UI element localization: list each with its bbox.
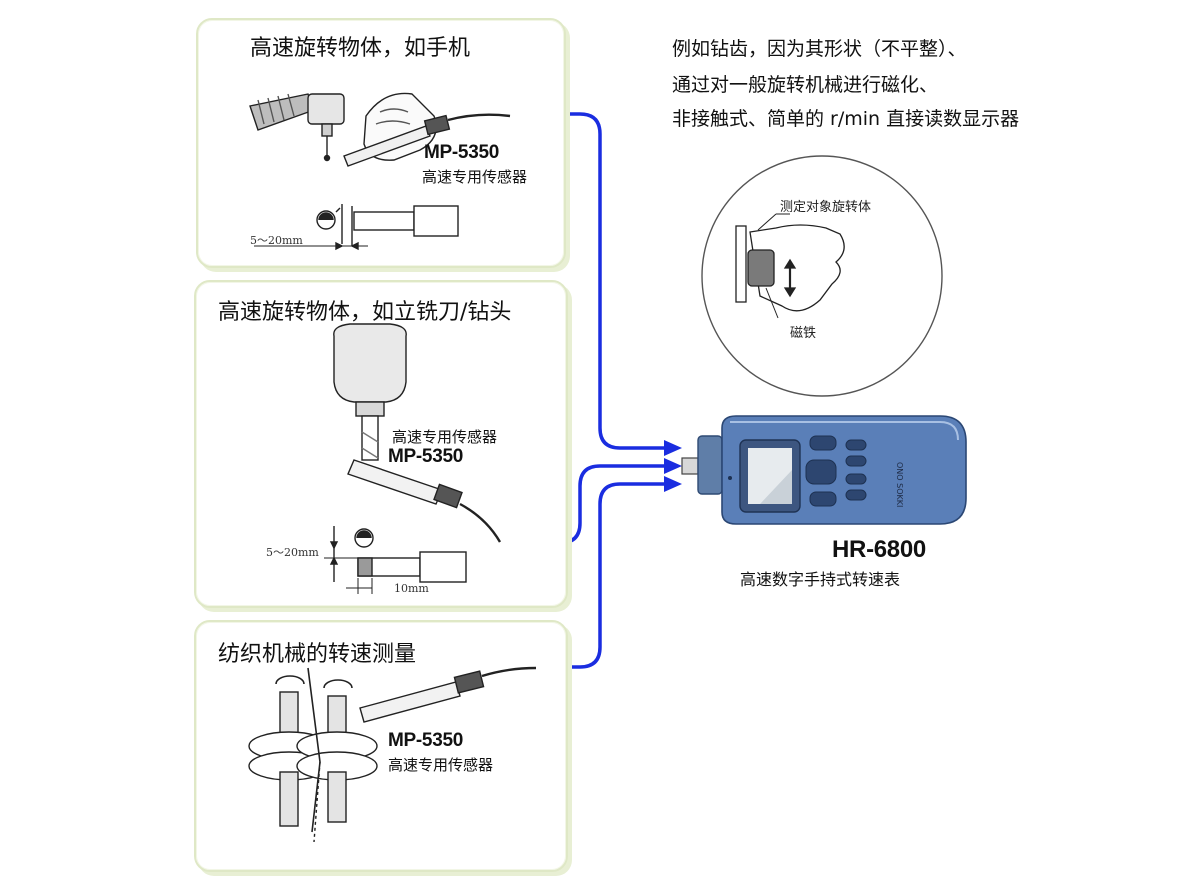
endmill-illustration xyxy=(324,323,502,594)
arrowhead-2 xyxy=(664,458,682,474)
distance-label: 5～20mm xyxy=(250,234,303,247)
handpiece-illustration xyxy=(249,92,511,251)
panel-title: 高速旋转物体，如立铣刀/钻头 xyxy=(218,300,512,325)
cable-handpiece xyxy=(508,112,670,450)
distance-label: 5～20mm xyxy=(266,546,319,559)
textile-illustration xyxy=(248,666,537,843)
device-brand-label: ONO SOKKI xyxy=(895,462,904,508)
sensor-model-label: MP-5350 xyxy=(388,446,463,467)
sensor-desc-label: 高速专用传感器 xyxy=(422,168,528,186)
note-line-3: 非接触式、简单的 r/min 直接读数显示器 xyxy=(672,108,1020,130)
panel-handpiece: 高速旋转物体，如手机 MP-5350 xyxy=(196,18,566,268)
panel-textile: 纺织机械的转速测量 MP-5350 高速专用传感器 xyxy=(194,620,568,872)
cable-endmill xyxy=(498,464,670,545)
sensor-model-label: MP-5350 xyxy=(424,142,499,163)
panel-title: 纺织机械的转速测量 xyxy=(218,642,417,667)
note-line-2: 通过对一般旋转机械进行磁化、 xyxy=(672,74,939,96)
panel-endmill: 高速旋转物体，如立铣刀/钻头 高速专用传感器 MP-5350 xyxy=(194,280,568,608)
note-line-1: 例如钻齿，因为其形状（不平整）、 xyxy=(672,38,967,60)
sensor-model-label: MP-5350 xyxy=(388,730,463,751)
device-model-label: HR-6800 xyxy=(832,536,926,563)
sensor-desc-label: 高速专用传感器 xyxy=(392,428,498,446)
target-rotor-label: 测定对象旋转体 xyxy=(780,200,872,215)
sensor-desc-label: 高速专用传感器 xyxy=(388,756,494,774)
cable-textile xyxy=(534,482,670,669)
device-desc-label: 高速数字手持式转速表 xyxy=(740,570,901,589)
panel-title: 高速旋转物体，如手机 xyxy=(250,36,471,61)
length-label: 10mm xyxy=(394,582,429,595)
magnet-label: 磁铁 xyxy=(790,326,817,341)
arrowhead-1 xyxy=(664,440,682,456)
arrowhead-3 xyxy=(664,476,682,492)
